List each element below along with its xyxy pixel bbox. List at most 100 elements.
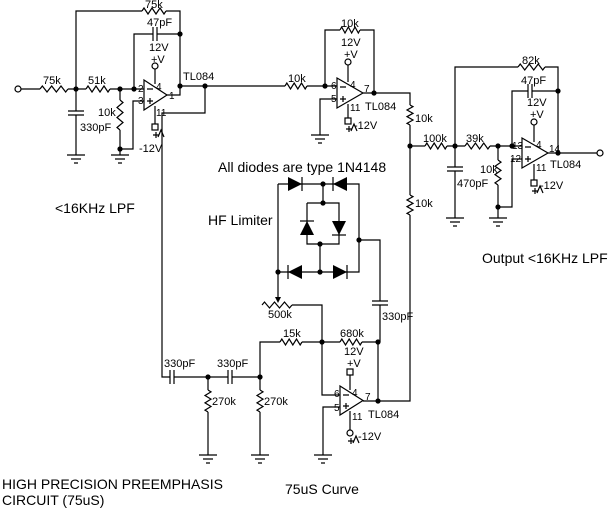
stage1-r-shunt-label: 10k <box>98 107 116 119</box>
stage1-pin: 2 <box>138 84 144 95</box>
resistor <box>279 337 303 347</box>
ground-icon <box>489 217 507 227</box>
stage3-r-in2-label: 39k <box>466 133 484 145</box>
stage3-vpos-label: 12V <box>527 97 547 109</box>
curve-r-fb-label: 680k <box>340 328 364 340</box>
stage1-pin: 4 <box>156 82 162 93</box>
wire <box>161 86 206 378</box>
stage1-opamp-label: TL084 <box>183 71 214 83</box>
wire <box>277 183 360 273</box>
diode-icon <box>333 265 347 279</box>
hf-limiter-label: HF Limiter <box>208 212 273 228</box>
resistor <box>493 159 503 186</box>
wire <box>120 100 144 150</box>
ground-icon <box>111 154 129 164</box>
stage3-pin: 4 <box>536 140 542 151</box>
negative-supply-symbol <box>348 434 360 444</box>
junction-node <box>319 339 325 345</box>
curve-c-limiter-label: 330pF <box>382 311 413 323</box>
diode-type-note: All diodes are type 1N4148 <box>218 159 386 175</box>
stage3-pin: 12 <box>510 154 522 165</box>
opamp-input-signs <box>525 146 531 162</box>
stage3-r-fb-label: 82k <box>522 55 540 67</box>
curve-c1-label: 330pF <box>164 358 195 370</box>
negative-supply-symbol <box>532 184 544 194</box>
negative-supply-symbol <box>153 128 165 138</box>
wire <box>75 10 142 89</box>
stage1-c-fb-label: 47pF <box>147 17 172 29</box>
junction-node <box>452 143 458 149</box>
capacitor <box>152 27 158 41</box>
stage3-opamp-label: TL084 <box>550 159 581 171</box>
pot-wiper-arrow-icon <box>275 297 281 303</box>
wire <box>454 66 518 146</box>
stage1-r-in-label: 75k <box>43 75 61 87</box>
curve-pin: 11 <box>352 412 363 423</box>
supply-terminal-icon <box>344 117 352 125</box>
stage2-opamp-label: TL084 <box>365 101 396 113</box>
junction-node <box>555 88 561 94</box>
stage1-pin: 11 <box>156 108 167 119</box>
stage3-pin: 13 <box>512 141 524 152</box>
opamp-input-signs <box>343 394 349 409</box>
stage3-r-in1-label: 100k <box>423 133 447 145</box>
ground-icon <box>199 454 217 464</box>
wire <box>511 90 528 146</box>
curve-pin: 7 <box>365 392 371 403</box>
curve-opamp-label: TL084 <box>368 409 399 421</box>
curve-r-in-label: 15k <box>283 328 301 340</box>
junction-node <box>257 374 263 380</box>
junction-node <box>202 83 208 89</box>
capacitor <box>227 370 233 384</box>
sum-r-top-label: 10k <box>415 113 433 125</box>
junction-node <box>320 181 326 187</box>
supply-terminal-icon <box>151 123 159 131</box>
junction-node <box>131 86 137 92</box>
wire <box>374 92 411 105</box>
resistor <box>255 389 265 413</box>
junction-node <box>205 374 211 380</box>
wire <box>319 98 337 135</box>
junction-node <box>495 143 501 149</box>
stage3-vpos-sign: +V <box>530 109 544 121</box>
resistor <box>203 389 213 413</box>
junction-node <box>495 204 501 210</box>
resistor <box>39 85 69 93</box>
stage3-pin: 11 <box>536 163 547 174</box>
stage2-pin: 4 <box>350 80 356 91</box>
junction-node <box>117 86 123 92</box>
stage1-r-fb-label: 75k <box>145 0 163 11</box>
curve-vneg-label: -12V <box>358 431 382 443</box>
output-caption: Output <16KHz LPF <box>482 250 608 266</box>
stage2-vneg-label: -12V <box>354 120 378 132</box>
resistor <box>284 81 308 91</box>
resistor <box>116 99 124 131</box>
capacitor <box>68 110 84 116</box>
stage3-c-shunt-label: 470pF <box>457 178 488 190</box>
diode-icon <box>333 177 347 191</box>
stage3-vneg-label: -12V <box>540 180 564 192</box>
capacitor <box>169 370 175 384</box>
stage1-pin: 3 <box>138 96 144 107</box>
stage1-c-shunt-label: 330pF <box>80 122 111 134</box>
wire <box>360 29 375 94</box>
wire <box>545 66 559 153</box>
wire <box>359 239 381 301</box>
stage2-pin: 5 <box>331 94 337 105</box>
junction-node <box>555 150 561 156</box>
stage2-r-fb-label: 10k <box>341 18 359 30</box>
junction-node <box>356 237 362 243</box>
ground-icon <box>311 134 329 144</box>
ground-icon <box>251 454 269 464</box>
curve-r1-label: 270k <box>212 396 236 408</box>
stage2-pin: 7 <box>364 84 370 95</box>
wire <box>324 29 340 86</box>
wire <box>322 406 340 455</box>
junction-node <box>317 269 323 275</box>
junction-node <box>320 200 326 206</box>
junction-node <box>177 31 183 37</box>
resistor <box>85 84 111 94</box>
junction-node <box>177 83 183 89</box>
wire <box>259 341 280 377</box>
